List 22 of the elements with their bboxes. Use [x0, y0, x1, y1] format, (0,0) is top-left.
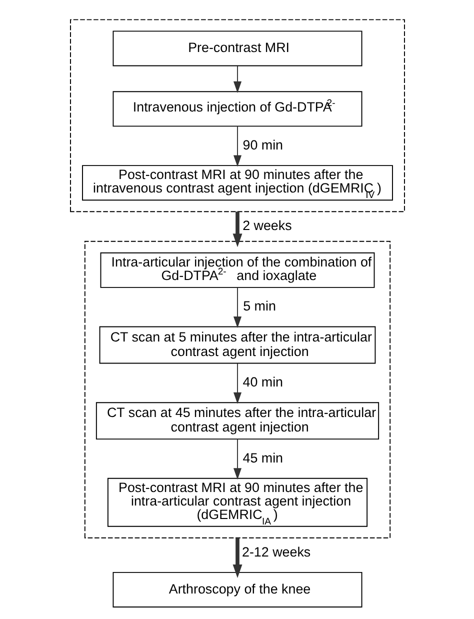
arrow [232, 538, 242, 578]
edge-label: 2 weeks [242, 218, 292, 234]
arrow [232, 66, 242, 93]
edge-label: 90 min [242, 137, 283, 152]
arrow [232, 287, 242, 328]
node-box: CT scan at 5 minutes after the intra-articular contrast agent injection [98, 326, 376, 364]
arrow [232, 212, 242, 248]
node-box: CT scan at 45 minutes after the intra-articular contrast agent injection [95, 402, 379, 440]
node-box: Pre-contrast MRI [112, 30, 362, 66]
cluster [70, 19, 404, 212]
edge-label: 2-12 weeks [241, 544, 310, 560]
node-box: Post-contrast MRI at 90 minutes after the intra-articular contrast agent injection (dGEMRIC$_{IA}$) [106, 478, 368, 527]
node-box: Intra-articular injection of the combination of Gd-DTPA$^{2-}$ and ioxaglate [100, 252, 374, 288]
edge-label: 45 min [242, 450, 283, 466]
node-box: Arthroscopy of the knee [112, 572, 362, 608]
edge-label: 5 min [242, 298, 276, 314]
node-box: Post-contrast MRI at 90 minutes after the intravenous contrast agent injection (dGEMRIC$_{IV}$) [82, 165, 392, 201]
cluster [84, 240, 390, 538]
edge-label: 40 min [242, 374, 283, 390]
arrow [232, 438, 242, 480]
arrow [232, 126, 242, 167]
arrow [232, 363, 242, 404]
